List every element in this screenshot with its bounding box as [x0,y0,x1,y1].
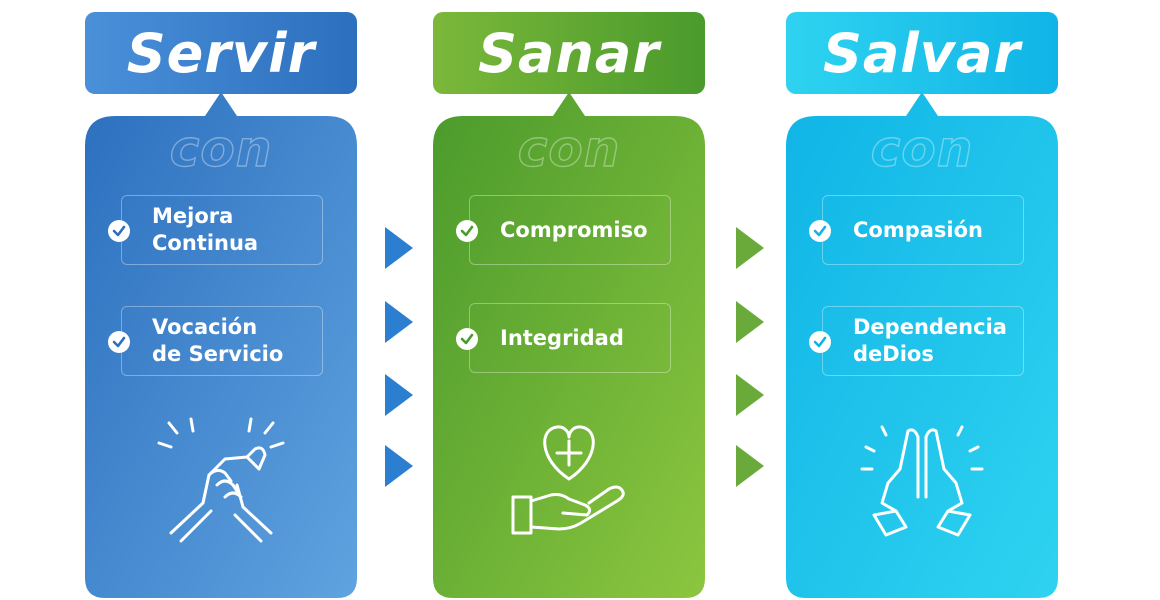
value-item: Dependencia deDios [809,306,1024,376]
check-icon [456,328,478,350]
column-servir: Servir con Mejora Continua Vocación de S… [85,12,357,598]
column-salvar: Salvar con Compasión Dependencia deDios [786,12,1058,598]
con-word: con [169,119,273,178]
con-word: con [870,119,974,178]
check-icon [108,331,130,353]
clasped-hands-icon [157,417,285,543]
triangle-right-icon [385,374,413,416]
value-item: Vocación de Servicio [108,306,323,376]
triangle-right-icon [736,227,764,269]
value-item: Compasión [809,195,1024,265]
triangle-right-icon [385,445,413,487]
triangle-right-icon [385,227,413,269]
heart-in-hand-icon [511,425,625,535]
column-header: Salvar [786,12,1058,94]
triangle-right-icon [736,445,764,487]
value-item: Integridad [456,303,671,373]
triangle-right-icon [736,374,764,416]
check-icon [108,220,130,242]
value-item: Mejora Continua [108,195,323,265]
value-label: Mejora Continua [152,204,259,255]
value-label: Dependencia deDios [853,315,1007,366]
triangle-right-icon [736,301,764,343]
con-word: con [517,119,621,178]
value-label: Compromiso [500,217,648,242]
value-item: Compromiso [456,195,671,265]
value-label: Vocación de Servicio [152,315,284,366]
column-title: Servir [126,21,316,85]
value-label: Compasión [853,217,983,242]
column-sanar: Sanar con Compromiso Integridad [433,12,705,598]
column-title: Salvar [822,21,1022,85]
column-body [433,92,705,598]
check-icon [456,220,478,242]
column-body [786,92,1058,598]
check-icon [809,331,831,353]
column-header: Sanar [433,12,705,94]
column-title: Sanar [478,21,660,85]
column-header: Servir [85,12,357,94]
check-icon [809,220,831,242]
triangle-right-icon [385,301,413,343]
column-body [85,92,357,598]
praying-hands-icon [860,425,984,537]
value-label: Integridad [500,325,624,350]
